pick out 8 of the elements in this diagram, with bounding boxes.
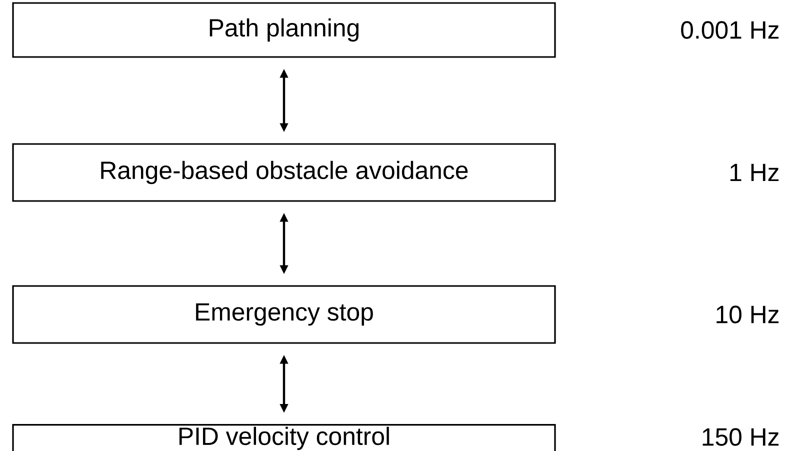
frequency-label: 10 Hz bbox=[716, 306, 779, 324]
process-box: Emergency stop bbox=[12, 285, 556, 344]
frequency-label: 0.001 Hz bbox=[681, 21, 779, 39]
process-box: Range-based obstacle avoidance bbox=[12, 143, 556, 202]
frequency-label: 150 Hz bbox=[702, 428, 779, 446]
process-box: PID velocity control bbox=[12, 424, 556, 451]
process-box: Path planning bbox=[12, 2, 556, 58]
frequency-label: 1 Hz bbox=[730, 164, 779, 182]
